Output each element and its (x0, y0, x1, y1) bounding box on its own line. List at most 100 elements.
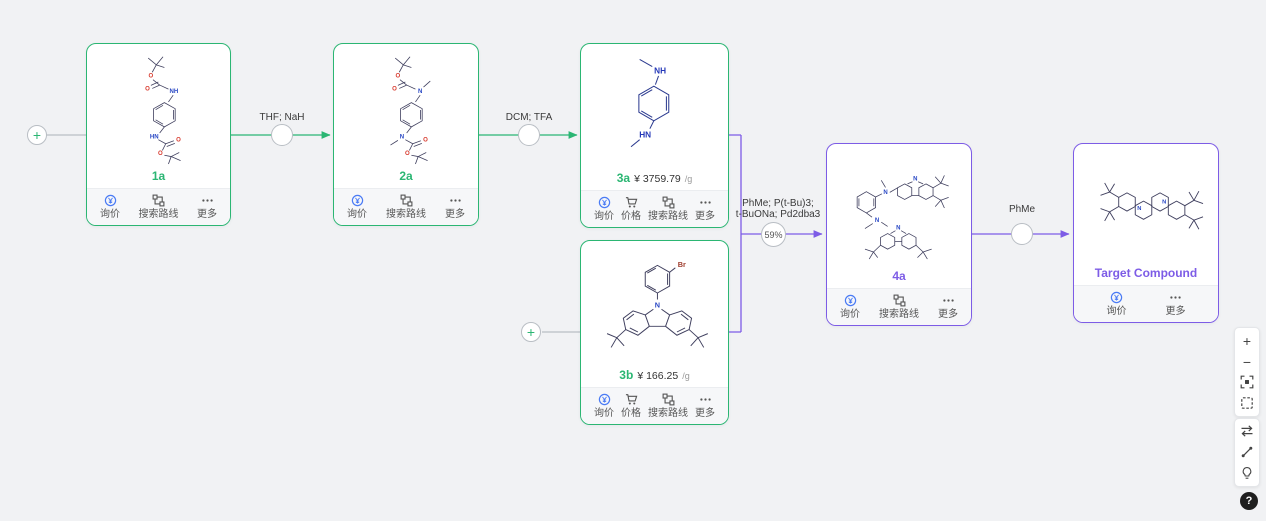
inquiry-button[interactable]: 询价 (594, 196, 614, 223)
inquiry-icon (104, 194, 117, 207)
search-route-button[interactable]: 搜索路线 (648, 196, 688, 223)
inquiry-button[interactable]: 询价 (594, 393, 614, 420)
price-unit: /g (684, 174, 693, 184)
swap-arrows-icon (1240, 424, 1254, 440)
reaction-node-2[interactable] (518, 124, 540, 146)
zoom-out-button[interactable]: − (1235, 351, 1259, 372)
help-button[interactable]: ? (1240, 492, 1258, 510)
zoom-toolbar: + − (1234, 327, 1260, 417)
search-route-button[interactable]: 搜索路线 (648, 393, 688, 420)
search-route-button[interactable]: 搜索路线 (139, 194, 179, 221)
svg-text:O: O (145, 86, 150, 92)
molecule-drawing-target: N N (1100, 182, 1204, 230)
search-route-icon (662, 393, 675, 406)
more-button[interactable]: 更多 (695, 393, 715, 420)
search-route-icon (893, 294, 906, 307)
compound-card-3a[interactable]: NH HN 3a ¥ 3759.79 /g 询价 价格 搜索路线 (580, 43, 729, 228)
compound-card-4a[interactable]: N N N N 4a 询价 搜索路线 更多 (826, 143, 972, 326)
compound-card-2a[interactable]: O O N N O O 2a 询价 搜索路线 (333, 43, 479, 226)
edge-merge-3a-3b (729, 134, 742, 333)
search-route-icon (400, 194, 413, 207)
inquiry-label: 询价 (594, 408, 614, 419)
more-icon (201, 194, 214, 207)
inquiry-button[interactable]: 询价 (840, 294, 860, 321)
price-unit: /g (682, 371, 690, 381)
card-actions: 询价 更多 (1074, 285, 1218, 322)
compound-card-1a[interactable]: O O NH HN O O 1a 询价 搜索路线 (86, 43, 231, 226)
compound-label-row: 3a ¥ 3759.79 /g (581, 170, 728, 190)
compound-card-3b[interactable]: Br N 3b ¥ 166.25 /g 询价 价格 搜索路线 (580, 240, 729, 425)
frame-select-icon (1240, 396, 1254, 412)
svg-text:N: N (896, 225, 900, 231)
search-route-label: 搜索路线 (386, 209, 426, 220)
molecule-drawing-2a: O O N N O O (390, 56, 431, 165)
more-button[interactable]: 更多 (1166, 291, 1186, 318)
more-icon (942, 294, 955, 307)
inquiry-button[interactable]: 询价 (100, 194, 120, 221)
more-button[interactable]: 更多 (695, 196, 715, 223)
inquiry-button[interactable]: 询价 (347, 194, 367, 221)
inquiry-label: 询价 (347, 209, 367, 220)
reaction-node-3[interactable]: 59% (761, 222, 786, 247)
inquiry-icon (598, 196, 611, 209)
reaction-node-4[interactable] (1011, 223, 1033, 245)
molecule-drawing-3b: Br N (606, 260, 708, 348)
molecule-drawing-4a: N N N N (856, 175, 949, 260)
svg-text:N: N (875, 218, 879, 224)
zoom-out-glyph: − (1242, 353, 1252, 370)
svg-text:HN: HN (149, 134, 158, 140)
svg-text:Br: Br (677, 260, 685, 269)
compound-label-row: 3b ¥ 166.25 /g (581, 367, 728, 387)
frame-select-button[interactable] (1235, 393, 1259, 414)
more-button[interactable]: 更多 (197, 194, 217, 221)
card-actions: 询价 搜索路线 更多 (87, 188, 230, 225)
lightbulb-icon (1240, 466, 1254, 482)
zoom-in-button[interactable]: + (1235, 330, 1259, 351)
inquiry-icon (1110, 291, 1123, 304)
compound-card-target[interactable]: N N Target Compound 询价 更多 (1073, 143, 1219, 323)
connector-tool-button[interactable] (1235, 442, 1259, 463)
route-tools-toolbar (1234, 418, 1260, 487)
plus-icon: + (32, 126, 42, 143)
search-route-icon (662, 196, 675, 209)
inquiry-button[interactable]: 询价 (1107, 291, 1127, 318)
more-icon (699, 393, 712, 406)
reaction-node-1[interactable] (271, 124, 293, 146)
svg-text:N: N (400, 134, 404, 140)
add-precursor-button-3b[interactable]: + (521, 322, 541, 342)
zoom-in-glyph: + (1242, 332, 1252, 349)
more-button[interactable]: 更多 (445, 194, 465, 221)
molecule-structure-target: N N (1074, 144, 1218, 265)
more-button[interactable]: 更多 (938, 294, 958, 321)
connector-line-icon (1240, 445, 1254, 461)
yield-value: 59% (764, 229, 783, 240)
cart-icon (625, 196, 638, 209)
more-label: 更多 (695, 408, 715, 419)
swap-view-button[interactable] (1235, 421, 1259, 442)
fit-view-button[interactable] (1235, 372, 1259, 393)
fit-view-icon (1240, 375, 1254, 391)
compound-id: 1a (151, 169, 166, 183)
more-icon (449, 194, 462, 207)
price-button[interactable]: 价格 (621, 196, 641, 223)
card-actions: 询价 价格 搜索路线 更多 (581, 190, 728, 227)
idea-button[interactable] (1235, 463, 1259, 484)
reaction-conditions-1: THF; NaH (259, 112, 305, 123)
svg-text:NH: NH (654, 67, 666, 76)
search-route-button[interactable]: 搜索路线 (386, 194, 426, 221)
svg-text:N: N (418, 89, 422, 95)
svg-text:N: N (913, 176, 917, 182)
search-route-button[interactable]: 搜索路线 (879, 294, 919, 321)
add-precursor-button-1a[interactable]: + (27, 125, 47, 145)
svg-text:N: N (654, 301, 659, 310)
price-button[interactable]: 价格 (621, 393, 641, 420)
search-route-icon (152, 194, 165, 207)
reaction-conditions-2: DCM; TFA (505, 112, 553, 123)
molecule-structure-4a: N N N N (827, 144, 971, 268)
price-label: 价格 (621, 408, 641, 419)
svg-text:O: O (405, 151, 410, 157)
compound-label-row: 1a (87, 168, 230, 188)
more-label: 更多 (695, 211, 715, 222)
inquiry-icon (844, 294, 857, 307)
